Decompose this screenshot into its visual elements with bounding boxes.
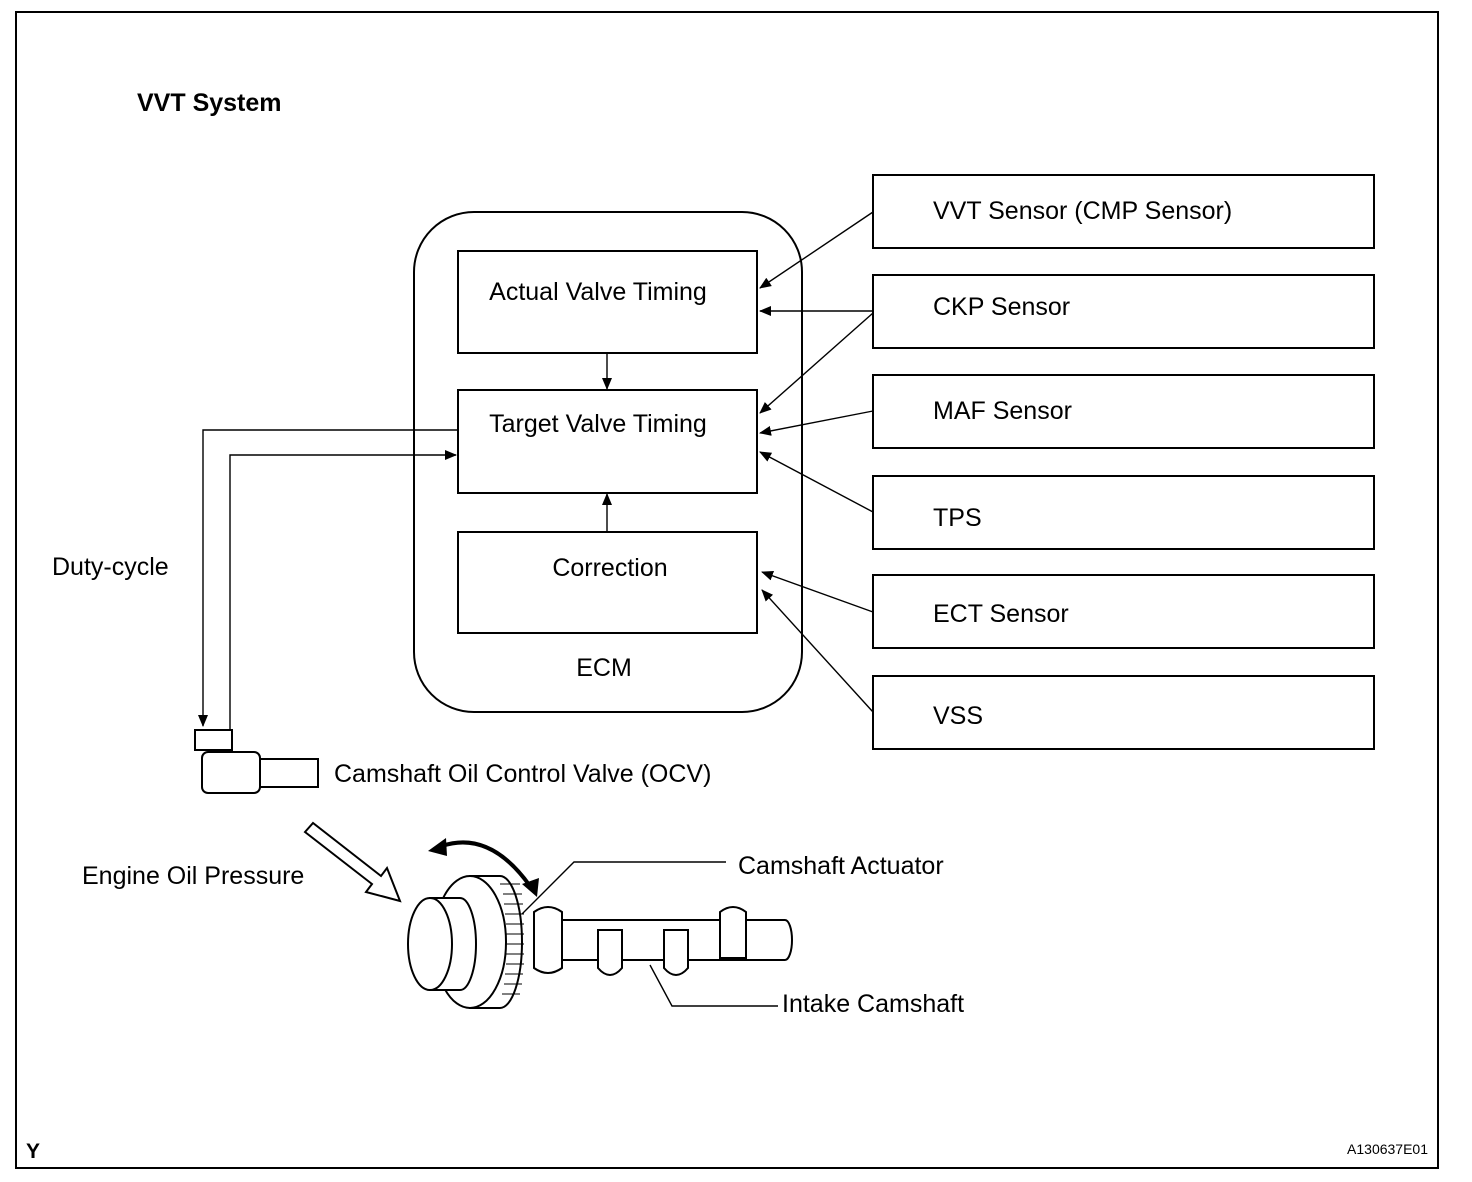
correction-block: Correction [457, 531, 758, 634]
diagram-title: VVT System [137, 89, 282, 117]
duty-cycle-output-line [198, 429, 458, 727]
actuator-leader-line [521, 861, 726, 915]
sensor-box-ect: ECT Sensor [872, 574, 1375, 649]
ocv-label: Camshaft Oil Control Valve (OCV) [334, 760, 711, 788]
maf-to-target-arrow [759, 410, 874, 436]
duty-cycle-feedback-line [229, 450, 457, 729]
intake-camshaft [533, 906, 793, 976]
actual-valve-timing-block: Actual Valve Timing [457, 250, 758, 354]
ocv-valve [194, 729, 319, 794]
ckp-to-target-arrow [759, 312, 874, 414]
figure-frame [15, 11, 1439, 1169]
svg-text:VVT Sensor (CMP Sensor): VVT Sensor (CMP Sensor) [933, 197, 1232, 225]
tps-to-target-arrow [759, 451, 874, 513]
camshaft-actuator [407, 875, 524, 1009]
target-valve-timing-block: Target Valve Timing [457, 389, 758, 494]
sensor-box-vss: VSS [872, 675, 1375, 750]
oil-pressure-arrow-icon [303, 821, 402, 903]
vss-to-correction-arrow [761, 589, 874, 713]
figure-id: A130637E01 [1347, 1141, 1428, 1157]
svg-text:VSS: VSS [933, 702, 983, 730]
ect-to-correction-arrow [761, 571, 874, 613]
svg-text:Actual Valve Timing: Actual Valve Timing [489, 278, 707, 306]
svg-text:MAF Sensor: MAF Sensor [933, 397, 1072, 425]
sensor-box-tps: TPS [872, 475, 1375, 550]
rotation-arrow-icon [428, 838, 539, 897]
svg-text:ECT Sensor: ECT Sensor [933, 600, 1069, 628]
duty-cycle-label: Duty-cycle [52, 553, 169, 581]
actuator-label: Camshaft Actuator [738, 852, 944, 880]
svg-text:CKP Sensor: CKP Sensor [933, 293, 1070, 321]
svg-text:TPS: TPS [933, 504, 982, 532]
corner-mark: Y [26, 1140, 40, 1163]
sensor-box-maf: MAF Sensor [872, 374, 1375, 449]
sensor-box-vvt: VVT Sensor (CMP Sensor) [872, 174, 1375, 249]
svg-text:Target Valve Timing: Target Valve Timing [489, 410, 707, 438]
ecm-label: ECM [576, 654, 632, 682]
camshaft-leader-line [649, 964, 778, 1007]
vvt-to-actual-arrow [759, 211, 874, 289]
sensor-box-ckp: CKP Sensor [872, 274, 1375, 349]
camshaft-label: Intake Camshaft [782, 990, 964, 1018]
oil-pressure-label: Engine Oil Pressure [82, 862, 304, 890]
svg-text:Correction: Correction [552, 554, 667, 582]
